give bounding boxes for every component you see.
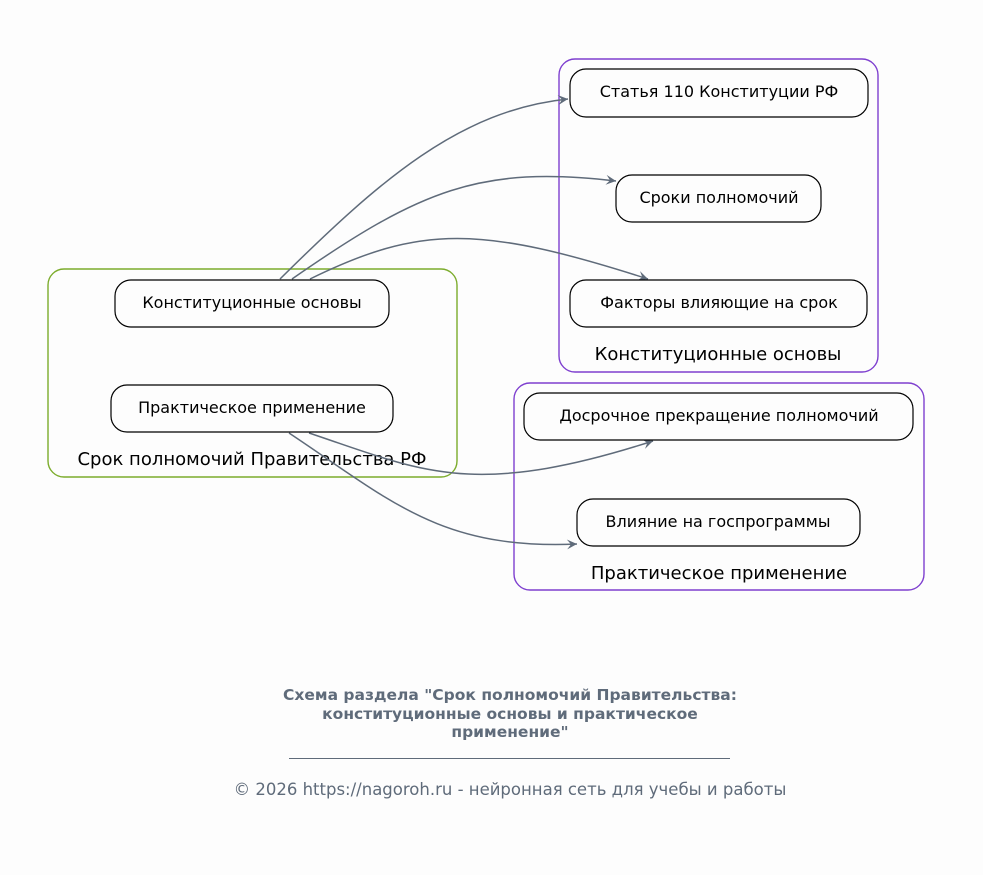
edge-konst-to-statya110 xyxy=(279,95,569,280)
cluster-constitutional: Конституционные основы xyxy=(558,58,879,373)
node-vliyanie-label: Влияние на госпрограммы xyxy=(606,512,831,531)
cluster-practical: Практическое применение xyxy=(513,382,925,591)
node-konst-osnovy-label: Конституционные основы xyxy=(142,293,361,312)
edge-prakt-to-vliyanie xyxy=(288,432,578,550)
node-prakt-primenenie-label: Практическое применение xyxy=(138,398,366,417)
caption-title-line-1: Схема раздела "Срок полномочий Правитель… xyxy=(283,686,737,704)
node-dosrochnoe-label: Досрочное прекращение полномочий xyxy=(559,406,878,425)
cluster-constitutional-label: Конституционные основы xyxy=(595,344,842,365)
cluster-practical-label: Практическое применение xyxy=(591,563,847,584)
node-dosrochnoe[interactable]: Досрочное прекращение полномочий xyxy=(523,392,914,441)
node-faktory-label: Факторы влияющие на срок xyxy=(600,293,838,312)
edge-konst-to-sroki xyxy=(291,174,617,280)
node-vliyanie[interactable]: Влияние на госпрограммы xyxy=(576,498,861,547)
node-statya-110-label: Статья 110 Конституции РФ xyxy=(600,82,839,101)
node-statya-110[interactable]: Статья 110 Конституции РФ xyxy=(569,68,869,118)
cluster-root-label: Срок полномочий Правительства РФ xyxy=(77,449,426,470)
node-prakt-primenenie[interactable]: Практическое применение xyxy=(110,384,394,433)
caption-title-line-2: конституционные основы и практическое xyxy=(322,704,698,723)
node-faktory[interactable]: Факторы влияющие на срок xyxy=(569,279,868,328)
cluster-root: Срок полномочий Правительства РФ xyxy=(47,268,458,478)
node-sroki-label: Сроки полномочий xyxy=(639,188,798,207)
caption-title: Схема раздела "Срок полномочий Правитель… xyxy=(0,686,983,742)
caption-copyright: © 2026 https://nagoroh.ru - нейронная се… xyxy=(233,780,787,799)
caption-divider xyxy=(289,758,730,759)
caption-title-line-3: применение" xyxy=(451,723,569,741)
node-konst-osnovy[interactable]: Конституционные основы xyxy=(114,279,390,328)
edge-konst-to-faktory xyxy=(309,237,649,281)
node-sroki[interactable]: Сроки полномочий xyxy=(615,174,822,223)
edges xyxy=(279,95,654,550)
edge-prakt-to-dosrochnoe xyxy=(308,432,654,476)
